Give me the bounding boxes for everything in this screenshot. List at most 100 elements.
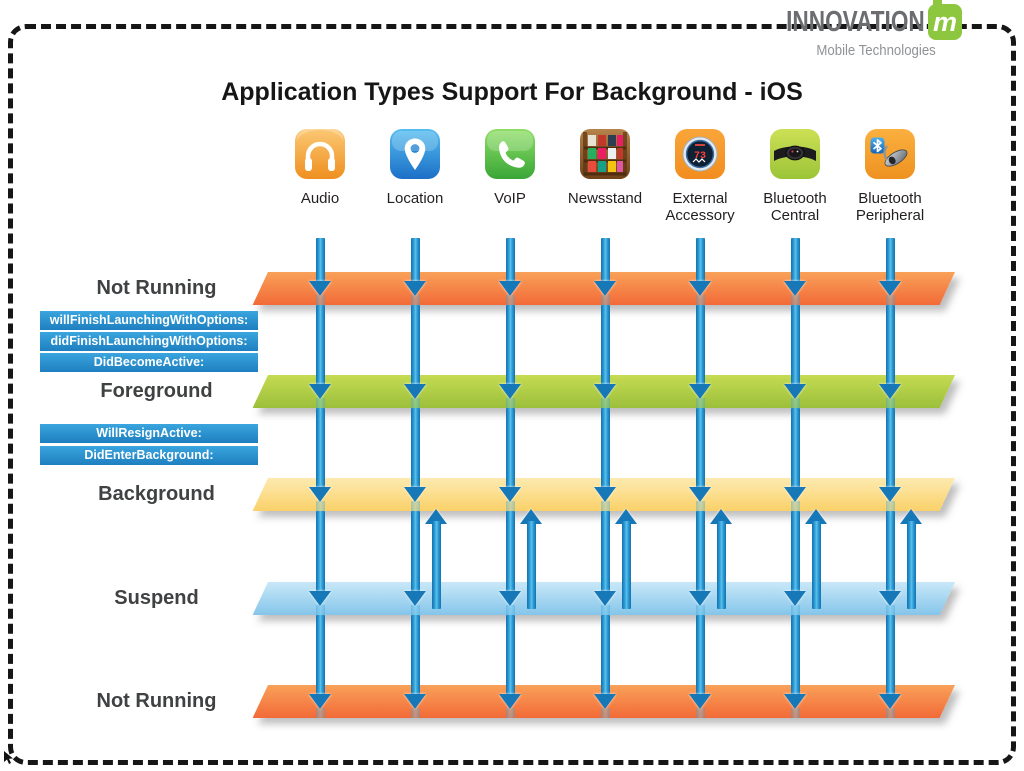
newsstand-shelf-icon [580,129,630,179]
down-arrow-shaft [886,238,895,285]
down-arrow-head [594,384,616,399]
down-arrow-head [309,694,331,709]
app-label: Newsstand [567,190,643,207]
down-arrow-shaft [791,238,800,285]
callout-will-resign-active: WillResignActive: [40,424,258,443]
down-arrow-shaft [506,238,515,285]
down-arrow-shaft [886,408,895,491]
down-arrow-head [404,591,426,606]
down-arrow-head [499,694,521,709]
arrow-through-band [411,605,420,615]
up-arrow-head [710,509,732,524]
down-arrow-shaft [411,238,420,285]
up-arrow-head [900,509,922,524]
up-arrow-shaft [432,521,441,609]
arrow-through-band [506,708,515,718]
down-arrow-head [404,694,426,709]
down-arrow-shaft [316,408,325,491]
arrow-through-band [696,501,705,511]
arrow-through-band [316,398,325,408]
app-col-newsstand: Newsstand [553,128,657,207]
down-arrow-head [689,384,711,399]
arrow-through-band [791,295,800,305]
down-arrow-shaft [601,511,610,595]
arrow-through-band [411,398,420,408]
down-arrow-shaft [791,615,800,698]
down-arrow-head [689,694,711,709]
down-arrow-head [404,487,426,502]
down-arrow-shaft [411,408,420,491]
arrow-through-band [791,501,800,511]
down-arrow-head [879,694,901,709]
down-arrow-shaft [601,408,610,491]
phone-icon [485,129,535,179]
up-arrow-shaft [907,521,916,609]
down-arrow-shaft [411,615,420,698]
down-arrow-head [309,384,331,399]
down-arrow-head [594,281,616,296]
logo-tagline: Mobile Technologies [816,42,936,59]
down-arrow-shaft [601,238,610,285]
app-label: Bluetooth Peripheral [855,190,925,224]
arrow-through-band [601,605,610,615]
down-arrow-shaft [316,305,325,388]
down-arrow-head [309,591,331,606]
down-arrow-shaft [506,408,515,491]
down-arrow-shaft [791,511,800,595]
down-arrow-head [879,281,901,296]
stage-label-not-running-top: Not Running [96,277,217,299]
down-arrow-head [499,384,521,399]
arrow-through-band [791,708,800,718]
app-col-location: Location [363,128,467,207]
app-col-bluetooth-peripheral: Bluetooth Peripheral [838,128,942,224]
down-arrow-head [404,281,426,296]
arrow-through-band [506,295,515,305]
stage-label-suspend: Suspend [114,587,199,609]
arrow-through-band [886,605,895,615]
down-arrow-shaft [316,511,325,595]
arrow-through-band [506,501,515,511]
down-arrow-shaft [791,305,800,388]
arrow-through-band [316,295,325,305]
down-arrow-head [879,591,901,606]
down-arrow-shaft [696,408,705,491]
down-arrow-head [594,487,616,502]
arrow-through-band [411,501,420,511]
down-arrow-shaft [886,615,895,698]
down-arrow-shaft [791,408,800,491]
down-arrow-shaft [886,305,895,388]
logo: INNOVATION m Mobile Technologies [747,0,962,59]
callout-did-enter-background: DidEnterBackground: [40,446,258,465]
down-arrow-shaft [411,305,420,388]
down-arrow-shaft [601,615,610,698]
app-label: External Accessory [665,190,735,224]
arrow-through-band [696,708,705,718]
arrow-through-band [886,295,895,305]
down-arrow-head [689,281,711,296]
up-arrow-head [425,509,447,524]
down-arrow-head [784,487,806,502]
page-title: Application Types Support For Background… [221,78,803,106]
app-col-external-accessory: 73 External Accessory [648,128,752,224]
down-arrow-head [784,281,806,296]
app-col-voip: VoIP [458,128,562,207]
arrow-through-band [886,708,895,718]
svg-text:73: 73 [694,151,706,162]
down-arrow-head [784,384,806,399]
up-arrow-head [520,509,542,524]
down-arrow-shaft [696,511,705,595]
logo-m-icon: m [928,0,962,40]
arrow-through-band [411,708,420,718]
app-label: Audio [300,190,340,207]
down-arrow-head [784,694,806,709]
arrow-through-band [696,398,705,408]
arrow-through-band [316,501,325,511]
down-arrow-shaft [696,615,705,698]
arrow-through-band [411,295,420,305]
app-col-audio: Audio [268,128,372,207]
down-arrow-head [689,487,711,502]
down-arrow-shaft [316,615,325,698]
arrow-through-band [696,605,705,615]
callout-did-become-active: DidBecomeActive: [40,353,258,372]
down-arrow-head [309,281,331,296]
